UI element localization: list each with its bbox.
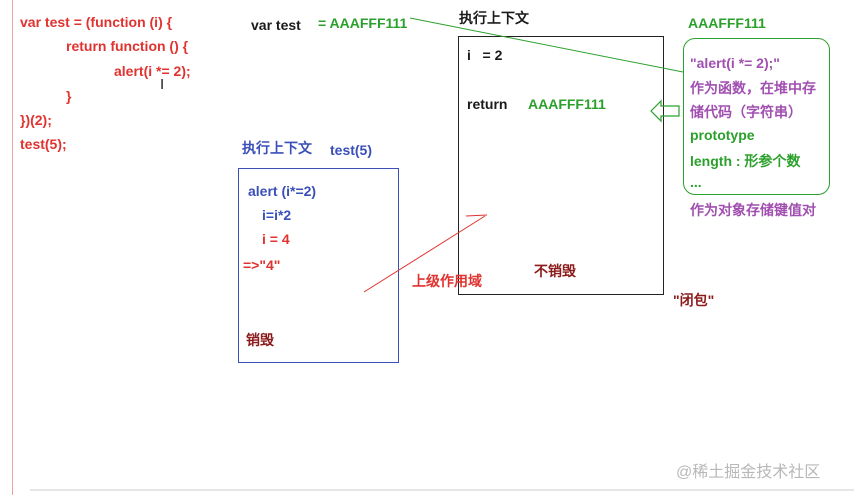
closure-label: "闭包" [673,292,715,308]
heap-line-6: ... [690,174,702,190]
exec-context-1-box [458,36,664,295]
exec-context-2-line-2: i=i*2 [262,207,292,223]
global-var-label: var test [251,17,301,33]
heap-line-5: length : 形参个数 [690,153,801,169]
exec-context-1-i: i = 2 [467,47,503,63]
exec-context-2-line-3: i = 4 [262,231,290,247]
margin-line [12,0,13,495]
heap-line-2: 作为函数，在堆中存 [690,80,816,96]
code-line-3: alert(i *= 2); [114,63,191,79]
global-var-value: = AAAFFF111 [318,15,408,31]
watermark: @稀土掘金技术社区 [676,464,821,481]
exec-context-1-return-value: AAAFFF111 [528,96,606,112]
destroyed-label: 销毁 [246,332,274,348]
heap-line-1: "alert(i *= 2);" [690,55,780,71]
code-line-6: test(5); [20,136,67,152]
heap-line-3: 储代码（字符串） [690,104,802,120]
exec-context-2-line-1: alert (i*=2) [248,183,317,199]
exec-context-2-call: test(5) [330,142,373,158]
upper-scope-label: 上级作用域 [412,273,482,289]
exec-context-1-title: 执行上下文 [459,10,529,26]
not-destroyed-label: 不销毁 [534,263,576,279]
exec-context-2-line-4: =>"4" [243,257,281,273]
code-line-1: var test = (function (i) { [20,14,173,30]
exec-context-1-return-label: return [467,96,508,112]
exec-context-2-title: 执行上下文 [242,140,312,156]
heap-line-4: prototype [690,127,755,143]
code-line-4: } [66,88,72,104]
code-line-2: return function () { [66,38,189,54]
heap-caption: 作为对象存储键值对 [690,202,816,218]
heap-address: AAAFFF111 [688,15,766,31]
heap-object-box [683,38,830,195]
code-line-5: })(2); [20,112,52,128]
text-cursor-icon: I [160,76,165,93]
